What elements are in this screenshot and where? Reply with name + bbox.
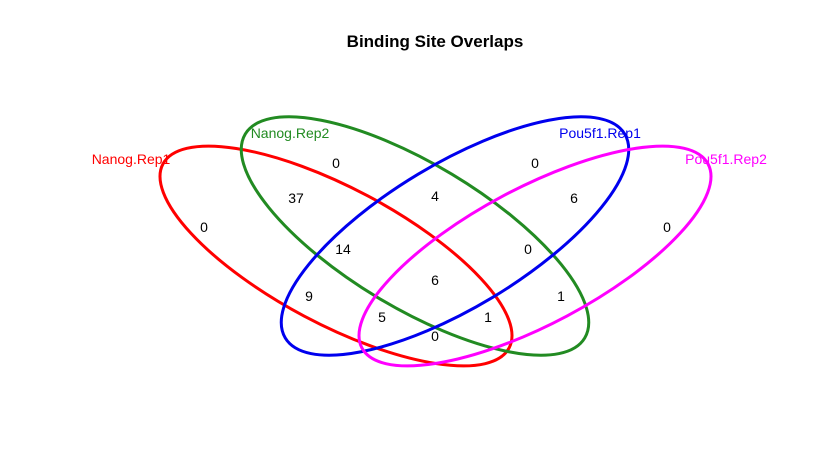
count-pou5f1-rep1-pou5f1-rep2: 6 xyxy=(570,190,578,206)
count-nanog-rep1-nanog-rep2-pou5f1-rep2: 1 xyxy=(484,309,492,325)
count-nanog-rep1-nanog-rep2-pou5f1-rep1: 14 xyxy=(335,241,351,257)
count-nanog-rep1-pou5f1-rep2: 0 xyxy=(431,328,439,344)
count-nanog-rep2-pou5f1-rep1: 4 xyxy=(431,188,439,204)
ellipse-nanog-rep2 xyxy=(239,115,591,357)
count-all-four: 6 xyxy=(431,272,439,288)
set-label-pou5f1-rep1: Pou5f1.Rep1 xyxy=(559,125,641,141)
count-nanog-rep2-pou5f1-rep1-pou5f1-rep2: 0 xyxy=(524,241,532,257)
count-nanog-rep1-nanog-rep2: 37 xyxy=(288,190,304,206)
count-only-pou5f1-rep1: 0 xyxy=(531,155,539,171)
ellipse-pou5f1-rep1 xyxy=(279,115,631,357)
set-label-nanog-rep2: Nanog.Rep2 xyxy=(251,125,330,141)
ellipse-nanog-rep1 xyxy=(158,144,514,368)
chart-title: Binding Site Overlaps xyxy=(347,32,524,51)
count-nanog-rep1-pou5f1-rep1-pou5f1-rep2: 5 xyxy=(378,309,386,325)
count-nanog-rep1-pou5f1-rep1: 9 xyxy=(305,288,313,304)
count-only-nanog-rep1: 0 xyxy=(200,219,208,235)
count-only-pou5f1-rep2: 0 xyxy=(663,219,671,235)
set-label-nanog-rep1: Nanog.Rep1 xyxy=(92,151,171,167)
count-nanog-rep2-pou5f1-rep2: 1 xyxy=(557,288,565,304)
set-label-pou5f1-rep2: Pou5f1.Rep2 xyxy=(685,151,767,167)
count-only-nanog-rep2: 0 xyxy=(332,155,340,171)
ellipse-pou5f1-rep2 xyxy=(357,144,713,368)
